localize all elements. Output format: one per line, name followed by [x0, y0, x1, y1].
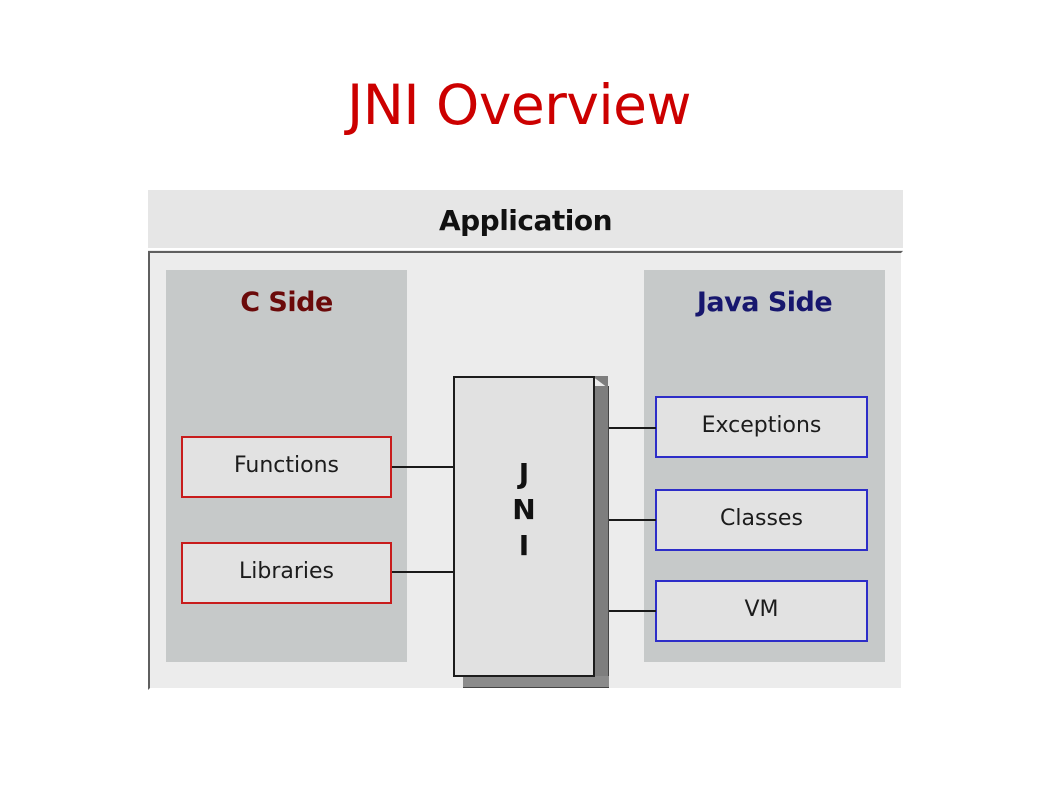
application-header: Application [148, 190, 903, 250]
libraries-jni-connector [392, 571, 454, 573]
slide-title: JNI Overview [346, 73, 692, 137]
vm-box: VM [655, 580, 868, 642]
classes-label: Classes [720, 506, 803, 531]
functions-jni-connector [392, 466, 454, 468]
jni-block: J N I [453, 376, 595, 677]
functions-box: Functions [181, 436, 392, 498]
application-label: Application [438, 204, 613, 237]
jni-letter-n: N [512, 493, 536, 526]
java-side-title: Java Side [696, 287, 833, 318]
jni-architecture-diagram: Application C Side Functions Libraries J… [148, 190, 903, 690]
jni-classes-connector [609, 519, 656, 521]
jni-vm-connector [609, 610, 656, 612]
jni-letter-j: J [518, 457, 530, 490]
exceptions-label: Exceptions [701, 413, 822, 438]
jni-block-bottom-face [463, 676, 609, 688]
libraries-box: Libraries [181, 542, 392, 604]
jni-block-top-bevel [592, 376, 608, 388]
jni-letters: J N I [455, 456, 593, 564]
classes-box: Classes [655, 489, 868, 551]
exceptions-box: Exceptions [655, 396, 868, 458]
c-side-title: C Side [240, 287, 333, 318]
functions-label: Functions [233, 453, 340, 478]
vm-label: VM [744, 597, 779, 622]
jni-exceptions-connector [609, 427, 656, 429]
libraries-label: Libraries [238, 559, 334, 584]
jni-block-side-face [595, 386, 609, 682]
jni-letter-i: I [518, 529, 530, 562]
